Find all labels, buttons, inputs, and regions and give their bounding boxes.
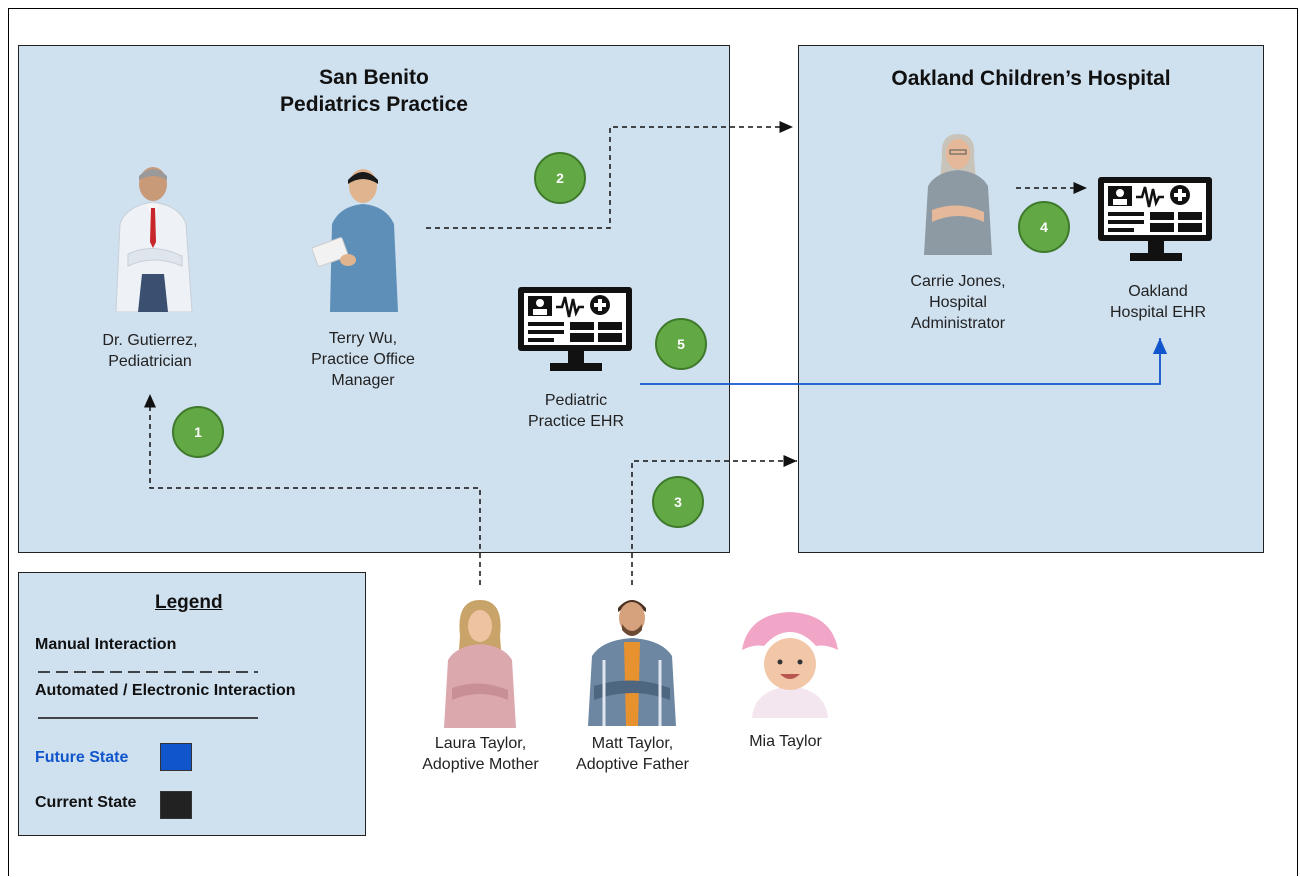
legend-panel — [18, 572, 366, 836]
practice-ehr-label: Pediatric Practice EHR — [527, 392, 625, 430]
step-badge-2: 2 — [534, 152, 586, 204]
doctor-label: Dr. Gutierrez, Pediatrician — [102, 332, 198, 370]
office-manager-photo — [311, 169, 398, 312]
hospital-panel: Oakland Children’s Hospital — [798, 45, 1264, 553]
hospital-ehr-icon — [1098, 177, 1212, 261]
legend-manual-label: Manual Interaction — [35, 636, 177, 653]
connector-step-5 — [640, 338, 1168, 385]
step-badge-1: 1 — [172, 406, 224, 458]
practice-title-line1: San Benito — [319, 66, 429, 89]
step-badge-5: 5 — [655, 318, 707, 370]
legend-current-label: Current State — [35, 794, 137, 811]
hospital-admin-photo — [924, 134, 992, 255]
hospital-ehr-label: Oakland Hospital EHR — [1109, 283, 1207, 321]
mother-photo — [444, 600, 516, 728]
legend-current-swatch — [160, 791, 192, 819]
father-photo — [588, 600, 676, 726]
child-photo — [742, 612, 838, 718]
practice-title-line2: Pediatrics Practice — [280, 93, 468, 116]
legend-future-swatch — [160, 743, 192, 771]
child-label: Mia Taylor — [749, 733, 822, 750]
step-badge-3: 3 — [652, 476, 704, 528]
father-label: Matt Taylor, Adoptive Father — [576, 735, 689, 773]
connector-step-2 — [426, 121, 793, 229]
diagram-frame — [8, 8, 1298, 876]
office-manager-label: Terry Wu, Practice Office Manager — [311, 330, 415, 389]
hospital-admin-label: Carrie Jones, Hospital Administrator — [910, 273, 1006, 332]
mother-label: Laura Taylor, Adoptive Mother — [422, 735, 539, 773]
connector-step-1 — [144, 394, 481, 585]
doctor-photo — [115, 167, 193, 312]
step-badge-4: 4 — [1018, 201, 1070, 253]
hospital-title: Oakland Children’s Hospital — [891, 67, 1171, 90]
legend-future-label: Future State — [35, 749, 129, 766]
legend-automated-label: Automated / Electronic Interaction — [35, 682, 296, 699]
practice-ehr-icon — [518, 287, 632, 371]
legend-title: Legend — [155, 592, 223, 613]
connector-step-3 — [631, 455, 797, 585]
